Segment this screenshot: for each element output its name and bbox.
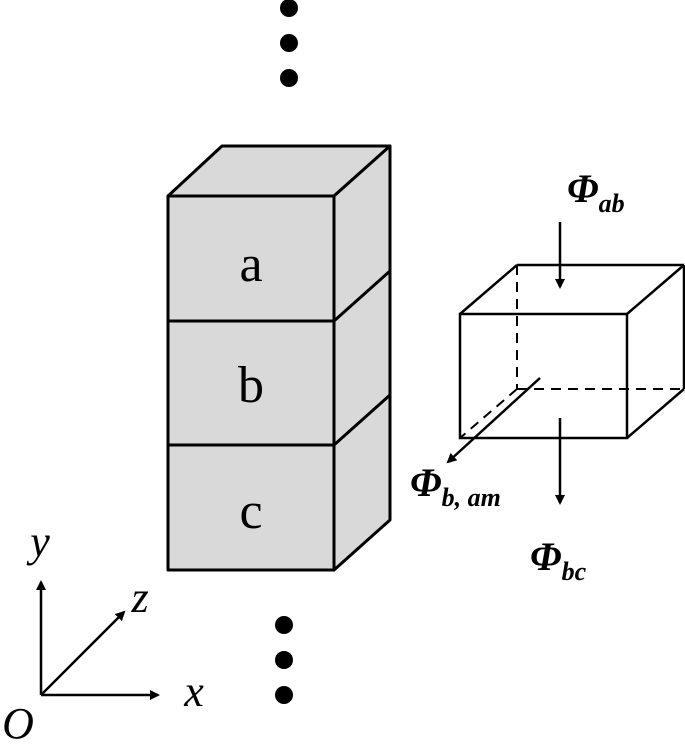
box-edge-bottom-right [626,388,685,439]
flux-ab-symbol: Φ [567,166,599,211]
side-divider-bc [333,393,391,447]
flux-b-am-subscript: b, am [442,483,501,512]
y-axis-label: y [26,517,50,566]
block-stack [166,144,392,572]
block-c-front [166,443,336,572]
flux-b-am-symbol: Φ [410,460,442,505]
box-hidden-bottom-left [459,388,518,439]
flux-bc-symbol: Φ [530,534,562,579]
continuation-dots-bottom [275,616,293,704]
block-b-label: b [238,357,264,414]
block-c-label: c [239,483,262,540]
box-front-face [458,312,629,440]
block-a-label: a [239,236,262,293]
box-hidden-edges [459,265,684,439]
flux-arrows [446,222,565,505]
flux-b-am-label: Φb, am [410,460,501,512]
flux-ab-subscript: ab [599,189,625,218]
x-axis-label: x [183,667,204,716]
box-edge-top-left [459,264,518,315]
flux-ab-label: Φab [567,166,625,218]
side-divider-ab [333,269,391,323]
flux-b-am-arrow [446,377,541,464]
z-axis-arrow [40,610,126,696]
stack-side-face [332,144,392,572]
origin-label: O [2,699,34,745]
block-a-front [166,194,336,323]
z-axis-label: z [130,573,148,622]
flux-bc-subscript: bc [562,557,587,586]
control-volume-box [458,263,685,440]
box-edge-top-right [626,264,685,315]
coordinate-axes [36,580,160,700]
continuation-dots-top [280,0,298,87]
flux-bc-label: Φbc [530,534,587,586]
